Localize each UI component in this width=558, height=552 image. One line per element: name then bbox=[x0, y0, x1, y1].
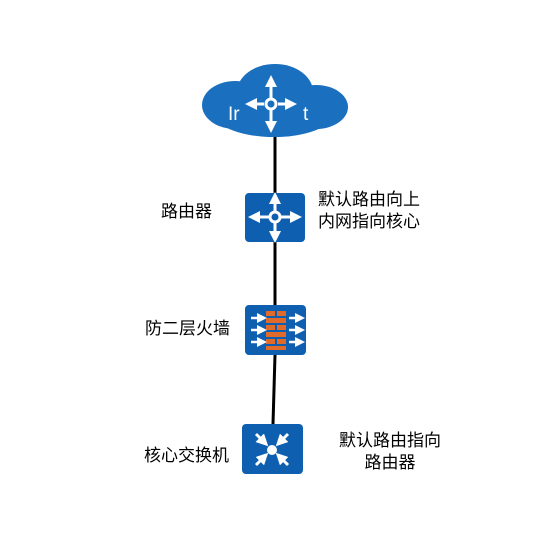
router-center-icon bbox=[264, 97, 278, 111]
link-firewall-switch bbox=[271, 354, 277, 425]
core-switch-note: 默认路由指向 路由器 bbox=[339, 430, 441, 474]
switch-arrows-icon bbox=[254, 432, 290, 467]
router-label: 路由器 bbox=[161, 202, 212, 222]
router-arrows-icon bbox=[245, 75, 297, 133]
router-note-line2: 内网指向核心 bbox=[318, 212, 420, 232]
core-switch-note-line1: 默认路由指向 bbox=[339, 431, 441, 451]
internet-label-right: t bbox=[303, 104, 309, 125]
router-arrows-icon bbox=[248, 192, 302, 243]
firewall-label: 防二层火墙 bbox=[145, 319, 230, 339]
switch-center-icon bbox=[267, 445, 277, 455]
router-device[interactable] bbox=[245, 193, 305, 242]
router-note: 默认路由向上 内网指向核心 bbox=[318, 189, 420, 233]
core-switch-note-line2: 路由器 bbox=[364, 453, 416, 473]
core-switch-label: 核心交换机 bbox=[144, 446, 229, 466]
router-center-icon bbox=[268, 210, 282, 224]
internet-label-left: Ir bbox=[228, 104, 240, 125]
traffic-arrows-icon bbox=[251, 313, 305, 347]
router-note-line1: 默认路由向上 bbox=[318, 190, 420, 210]
firewall-brick-icon bbox=[266, 311, 286, 350]
